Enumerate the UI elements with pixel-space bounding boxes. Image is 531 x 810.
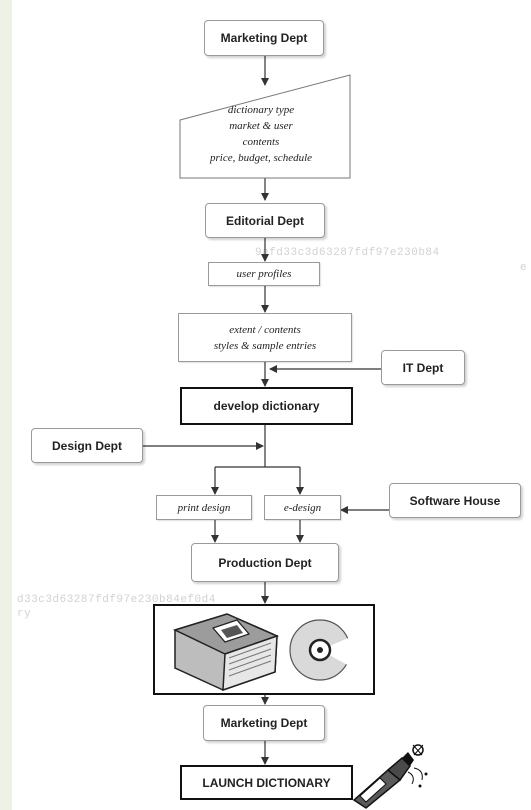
design-dept: Design Dept <box>31 428 143 463</box>
print-design-label: print design <box>177 501 231 514</box>
marketing-dept-bottom: Marketing Dept <box>203 705 325 741</box>
spec-line: contents <box>242 136 280 148</box>
watermark-text: ry <box>17 608 32 620</box>
software-house: Software House <box>389 483 521 518</box>
cd-disc-icon <box>289 619 353 681</box>
print-design-note: print design <box>156 495 252 520</box>
products-illustration <box>172 613 353 692</box>
develop-dictionary-label: develop dictionary <box>213 399 320 413</box>
watermark-text: 9afd33c3d63287fdf97e230b84 <box>255 247 440 259</box>
watermark-text: e <box>520 262 528 274</box>
launch-dictionary: LAUNCH DICTIONARY <box>180 765 353 800</box>
develop-dictionary: develop dictionary <box>180 387 353 425</box>
extent-contents-note: extent / contents styles & sample entrie… <box>178 313 352 362</box>
it-dept: IT Dept <box>381 350 465 385</box>
e-design-note: e-design <box>264 495 341 520</box>
spec-line: price, budget, schedule <box>209 152 313 164</box>
editorial-dept-label: Editorial Dept <box>225 213 304 228</box>
specification-shape <box>179 74 351 179</box>
editorial-dept: Editorial Dept <box>205 203 325 238</box>
dictionary-book-icon <box>172 613 280 692</box>
extent-line: styles & sample entries <box>213 339 317 352</box>
it-dept-label: IT Dept <box>402 360 444 375</box>
user-profiles-label: user profiles <box>236 268 292 280</box>
products-image-box <box>153 604 375 695</box>
champagne-bottle-icon <box>352 744 428 809</box>
design-dept-label: Design Dept <box>51 438 122 453</box>
marketing-dept-bottom-label: Marketing Dept <box>220 716 308 730</box>
e-design-label: e-design <box>283 501 322 514</box>
launch-dictionary-label: LAUNCH DICTIONARY <box>202 775 331 790</box>
specification-text: dictionary type market & user contents p… <box>186 102 336 166</box>
marketing-dept-top: Marketing Dept <box>204 20 324 56</box>
marketing-dept-top-label: Marketing Dept <box>220 31 308 45</box>
watermark-text: d33c3d63287fdf97e230b84ef0d4 <box>17 594 216 606</box>
software-house-label: Software House <box>409 493 501 508</box>
spec-line: market & user <box>229 120 293 132</box>
user-profiles-note: user profiles <box>208 262 320 286</box>
production-dept: Production Dept <box>191 543 339 582</box>
spec-line: dictionary type <box>227 104 295 116</box>
extent-line: extent / contents <box>229 323 301 336</box>
production-dept-label: Production Dept <box>218 555 312 570</box>
